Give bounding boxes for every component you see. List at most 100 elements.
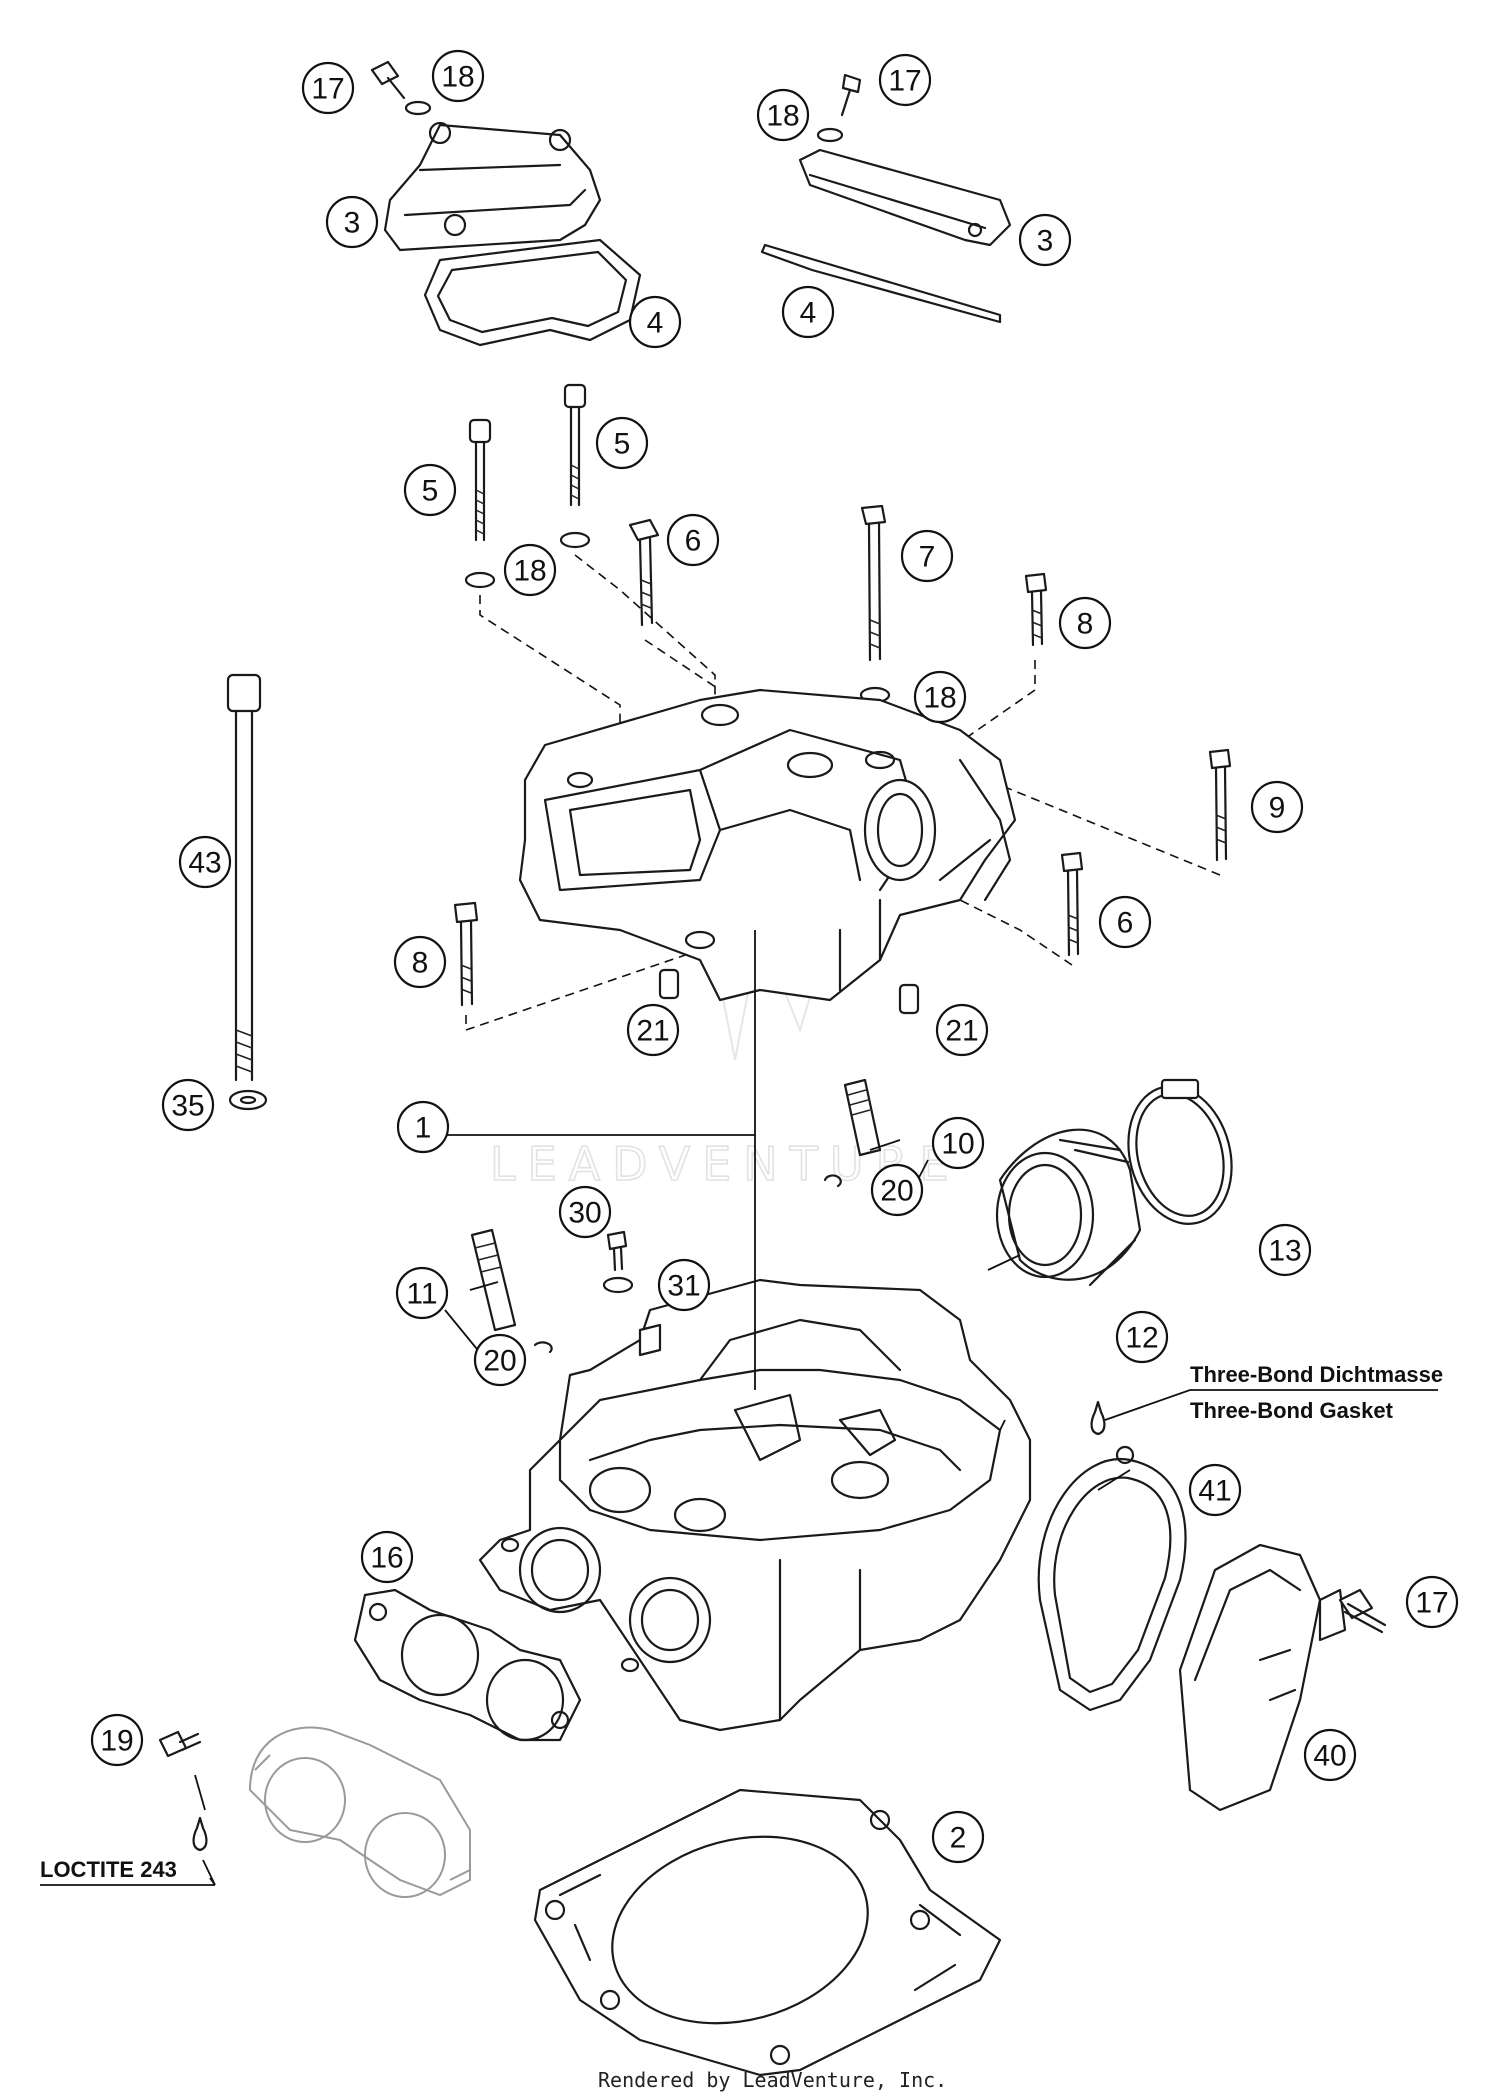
callout-number: 9 bbox=[1269, 792, 1286, 825]
callout-18: 18 bbox=[431, 49, 485, 103]
callout-18: 18 bbox=[503, 543, 557, 597]
callout-circle bbox=[626, 1003, 680, 1057]
callout-circle bbox=[395, 1266, 449, 1320]
callout-circle bbox=[1098, 895, 1152, 949]
callout-31: 31 bbox=[657, 1258, 711, 1312]
callout-circle bbox=[1250, 780, 1304, 834]
callout-40: 40 bbox=[1303, 1728, 1357, 1782]
callout-circle bbox=[1018, 213, 1072, 267]
callout-number: 17 bbox=[888, 65, 921, 98]
callout-number: 3 bbox=[1037, 225, 1054, 258]
callout-18: 18 bbox=[913, 670, 967, 724]
gasket-left bbox=[423, 238, 642, 347]
exhaust-flange-assembly bbox=[158, 1400, 1106, 1898]
callout-circle bbox=[1405, 1575, 1459, 1629]
callout-number: 4 bbox=[647, 307, 664, 340]
callout-circle bbox=[360, 1530, 414, 1584]
callout-4: 4 bbox=[781, 285, 835, 339]
callout-3: 3 bbox=[325, 195, 379, 249]
callout-circle bbox=[913, 670, 967, 724]
callout-number: 11 bbox=[406, 1278, 437, 1311]
callout-number: 40 bbox=[1313, 1740, 1346, 1773]
callout-number: 13 bbox=[1268, 1235, 1301, 1268]
callout-number: 18 bbox=[923, 682, 956, 715]
callout-2: 2 bbox=[931, 1810, 985, 1864]
callout-number: 19 bbox=[100, 1725, 133, 1758]
washer-35 bbox=[228, 1089, 268, 1111]
callout-number: 18 bbox=[513, 555, 546, 588]
callout-circle bbox=[90, 1713, 144, 1767]
bolt-17-side bbox=[1338, 1588, 1374, 1620]
callout-21: 21 bbox=[935, 1003, 989, 1057]
callout-circle bbox=[1258, 1223, 1312, 1277]
callout-16: 16 bbox=[360, 1530, 414, 1584]
callout-8: 8 bbox=[1058, 596, 1112, 650]
washer-18-right bbox=[816, 127, 844, 143]
callout-circle bbox=[595, 416, 649, 470]
callout-circle bbox=[396, 1100, 450, 1154]
callout-circle bbox=[403, 463, 457, 517]
callout-circle bbox=[628, 295, 682, 349]
callout-number: 5 bbox=[422, 475, 439, 508]
callout-35: 35 bbox=[161, 1078, 215, 1132]
callout-number: 2 bbox=[950, 1822, 967, 1855]
callout-20: 20 bbox=[870, 1163, 924, 1217]
callout-30: 30 bbox=[558, 1185, 612, 1239]
callout-number: 3 bbox=[344, 207, 361, 240]
callout-17: 17 bbox=[1405, 1575, 1459, 1629]
callout-number: 7 bbox=[919, 541, 936, 574]
sealant-note-de: Three-Bond Dichtmasse bbox=[1190, 1362, 1443, 1387]
gasket-right bbox=[760, 243, 1002, 324]
callout-number: 17 bbox=[311, 73, 344, 106]
callout-10: 10 bbox=[931, 1116, 985, 1170]
callout-number: 21 bbox=[636, 1015, 669, 1048]
callout-number: 6 bbox=[685, 525, 702, 558]
callout-number: 6 bbox=[1117, 907, 1134, 940]
callout-circle bbox=[870, 1163, 924, 1217]
callout-circle bbox=[931, 1810, 985, 1864]
callout-circle bbox=[431, 49, 485, 103]
callout-12: 12 bbox=[1115, 1310, 1169, 1364]
callout-number: 16 bbox=[370, 1542, 403, 1575]
callout-number: 21 bbox=[945, 1015, 978, 1048]
callout-1: 1 bbox=[396, 1100, 450, 1154]
callout-41: 41 bbox=[1188, 1463, 1242, 1517]
sealant-note-en: Three-Bond Gasket bbox=[1190, 1398, 1394, 1423]
callout-17: 17 bbox=[878, 53, 932, 107]
callout-number: 17 bbox=[1415, 1587, 1448, 1620]
callout-circle bbox=[1058, 596, 1112, 650]
callout-number: 20 bbox=[483, 1345, 516, 1378]
callout-circle bbox=[935, 1003, 989, 1057]
callout-number: 12 bbox=[1125, 1322, 1158, 1355]
exhaust-flange bbox=[248, 1726, 471, 1897]
callout-circle bbox=[503, 543, 557, 597]
callout-number: 20 bbox=[880, 1175, 913, 1208]
callout-circle bbox=[301, 61, 355, 115]
valve-components bbox=[470, 1078, 882, 1354]
bolt-17-right bbox=[840, 73, 862, 117]
side-cover-assembly bbox=[1037, 1445, 1387, 1812]
callout-20: 20 bbox=[473, 1333, 527, 1387]
callout-circle bbox=[393, 935, 447, 989]
cover-40 bbox=[1178, 1543, 1322, 1812]
bolt-17-left bbox=[370, 60, 406, 100]
callout-circle bbox=[558, 1185, 612, 1239]
callout-number: 18 bbox=[766, 100, 799, 133]
valve-cover-left-assembly bbox=[370, 60, 642, 347]
callout-7: 7 bbox=[900, 529, 954, 583]
callout-number: 8 bbox=[1077, 608, 1094, 641]
head-bolts bbox=[226, 383, 1232, 1111]
callout-circle bbox=[1303, 1728, 1357, 1782]
head-gasket bbox=[533, 1788, 1002, 2077]
valve-cover-left bbox=[383, 123, 602, 252]
callout-circle bbox=[666, 513, 720, 567]
callout-circle bbox=[1188, 1463, 1242, 1517]
callout-9: 9 bbox=[1250, 780, 1304, 834]
valve-cover-right-assembly bbox=[760, 73, 1012, 324]
callout-11: 11 bbox=[395, 1266, 449, 1320]
callout-circle bbox=[900, 529, 954, 583]
callout-circle bbox=[756, 88, 810, 142]
callout-4: 4 bbox=[628, 295, 682, 349]
